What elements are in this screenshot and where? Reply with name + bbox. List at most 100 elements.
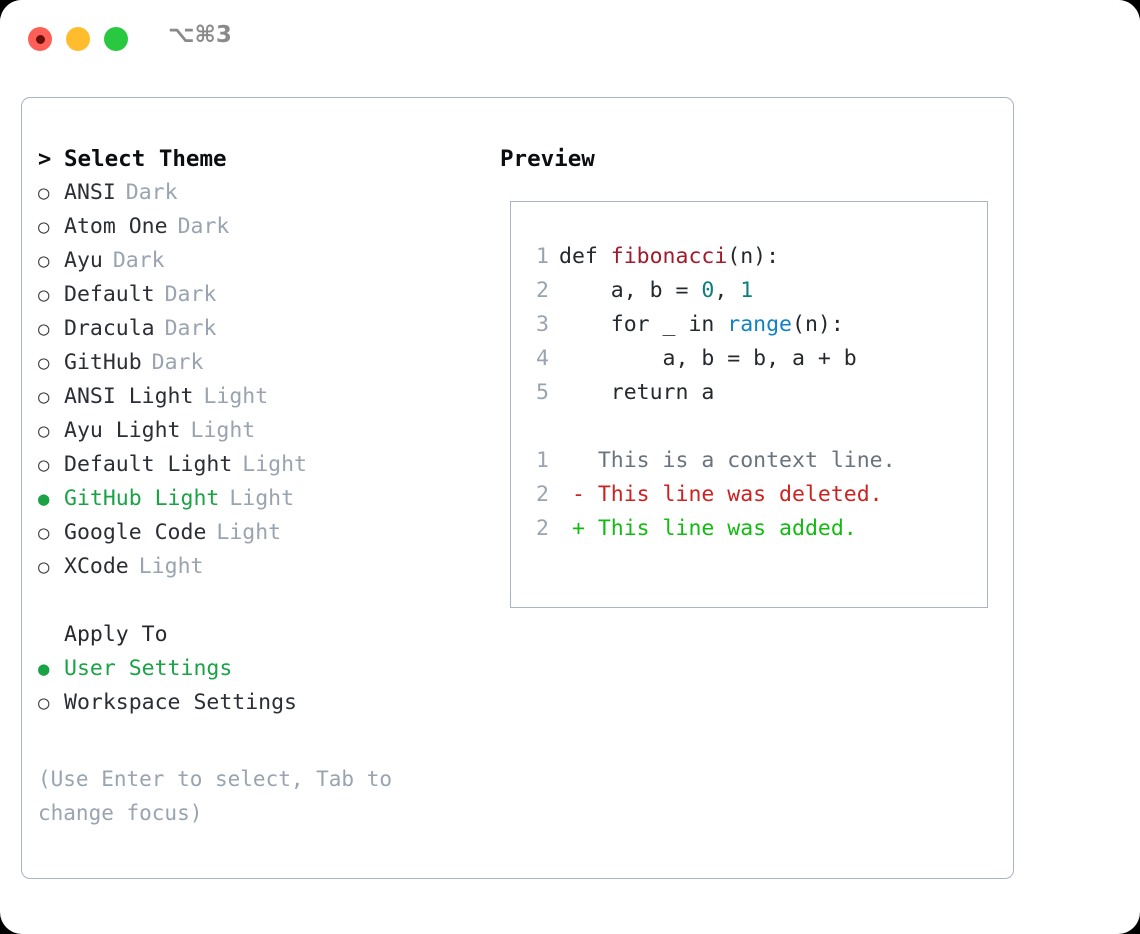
apply-to-option-label: User Settings [64,656,233,681]
theme-list-item[interactable]: ○ Dracula Dark [38,312,498,346]
theme-variant-badge: Dark [112,248,165,273]
diff-line-text: + This line was added. [559,516,857,541]
code-line: 4 a, b = b, a + b [523,342,896,376]
line-number: 3 [536,312,549,337]
theme-name: XCode [64,554,129,579]
radio-unselected-icon: ○ [38,216,50,238]
theme-list-item[interactable]: ○ Atom One Dark [38,210,498,244]
code-token: range [727,312,793,337]
select-theme-label: Select Theme [64,146,227,172]
theme-name: Ayu [64,248,103,273]
theme-variant-badge: Light [229,486,295,511]
diff-line: 2 - This line was deleted. [523,478,896,512]
diff-line: 1 This is a context line. [523,444,896,478]
theme-name: Atom One [64,214,168,239]
line-number: 1 [536,244,549,269]
apply-to-label: Apply To [64,622,168,647]
code-token: (n): [727,244,780,269]
radio-unselected-icon: ○ [38,420,50,442]
code-token: return a [559,380,715,405]
theme-list-item[interactable]: ○ Default Light Light [38,448,498,482]
theme-list-item[interactable]: ○ Google Code Light [38,516,498,550]
apply-to-option-label: Workspace Settings [64,690,297,715]
code-token: (n): [792,312,844,337]
radio-unselected-icon: ○ [38,692,50,714]
apply-to-option[interactable]: ● User Settings [38,652,498,686]
theme-list-item[interactable]: ○ ANSI Dark [38,176,498,210]
minimize-button[interactable] [66,27,90,51]
radio-unselected-icon: ○ [38,250,50,272]
maximize-button[interactable] [104,27,128,51]
code-token: a, b = [559,278,702,303]
line-number: 4 [536,346,549,371]
theme-list-item[interactable]: ○ ANSI Light Light [38,380,498,414]
preview-gap [523,410,896,444]
theme-variant-badge: Dark [125,180,178,205]
code-line: 5 return a [523,376,896,410]
diff-line-text: This is a context line. [559,448,896,473]
theme-list-item[interactable]: ○ Default Dark [38,278,498,312]
close-button[interactable] [28,27,52,51]
code-token: a, b = b, a + b [559,346,857,371]
keyboard-hint-text: (Use Enter to select, Tab to change focu… [38,767,393,825]
code-token: for _ in [559,312,728,337]
radio-unselected-icon: ○ [38,522,50,544]
diff-line: 2 + This line was added. [523,512,896,546]
theme-variant-badge: Light [242,452,308,477]
select-theme-header: >Select Theme [38,142,498,176]
line-number: 1 [536,448,549,473]
apply-to-list[interactable]: ● User Settings ○ Workspace Settings [38,652,498,720]
preview-title: Preview [500,146,595,172]
theme-name: Google Code [64,520,207,545]
radio-unselected-icon: ○ [38,318,50,340]
line-number: 5 [536,380,549,405]
theme-variant-badge: Dark [151,350,204,375]
radio-selected-icon: ● [38,658,50,680]
code-token: def [559,244,611,269]
radio-unselected-icon: ○ [38,352,50,374]
radio-unselected-icon: ○ [38,284,50,306]
code-token: 1 [740,278,754,303]
theme-name: ANSI [64,180,116,205]
theme-variant-badge: Dark [164,282,217,307]
theme-name: ANSI Light [64,384,194,409]
title-bar: ⌥⌘3 [0,0,1140,78]
list-spacer [38,584,498,618]
code-token: fibonacci [610,244,728,269]
theme-list-item[interactable]: ○ Ayu Light Light [38,414,498,448]
radio-unselected-icon: ○ [38,386,50,408]
radio-unselected-icon: ○ [38,182,50,204]
theme-list-item[interactable]: ● GitHub Light Light [38,482,498,516]
apply-to-option[interactable]: ○ Workspace Settings [38,686,498,720]
theme-variant-badge: Dark [177,214,230,239]
radio-unselected-icon: ○ [38,556,50,578]
keyboard-shortcut-label: ⌥⌘3 [168,22,232,48]
code-line: 1 def fibonacci(n): [523,240,896,274]
line-number: 2 [536,482,549,507]
traffic-lights [28,27,128,51]
theme-name: Ayu Light [64,418,181,443]
line-number: 2 [536,516,549,541]
theme-variant-badge: Light [216,520,282,545]
theme-list-item[interactable]: ○ Ayu Dark [38,244,498,278]
code-token: , [714,278,741,303]
radio-selected-icon: ● [38,488,50,510]
line-number: 2 [536,278,549,303]
code-line: 2 a, b = 0, 1 [523,274,896,308]
theme-variant-badge: Light [203,384,269,409]
theme-name: GitHub Light [64,486,220,511]
theme-name: Default Light [64,452,233,477]
theme-name: Dracula [64,316,155,341]
theme-variant-badge: Dark [164,316,217,341]
theme-variant-badge: Light [190,418,256,443]
theme-name: Default [64,282,155,307]
code-token: 0 [701,278,715,303]
radio-unselected-icon: ○ [38,454,50,476]
